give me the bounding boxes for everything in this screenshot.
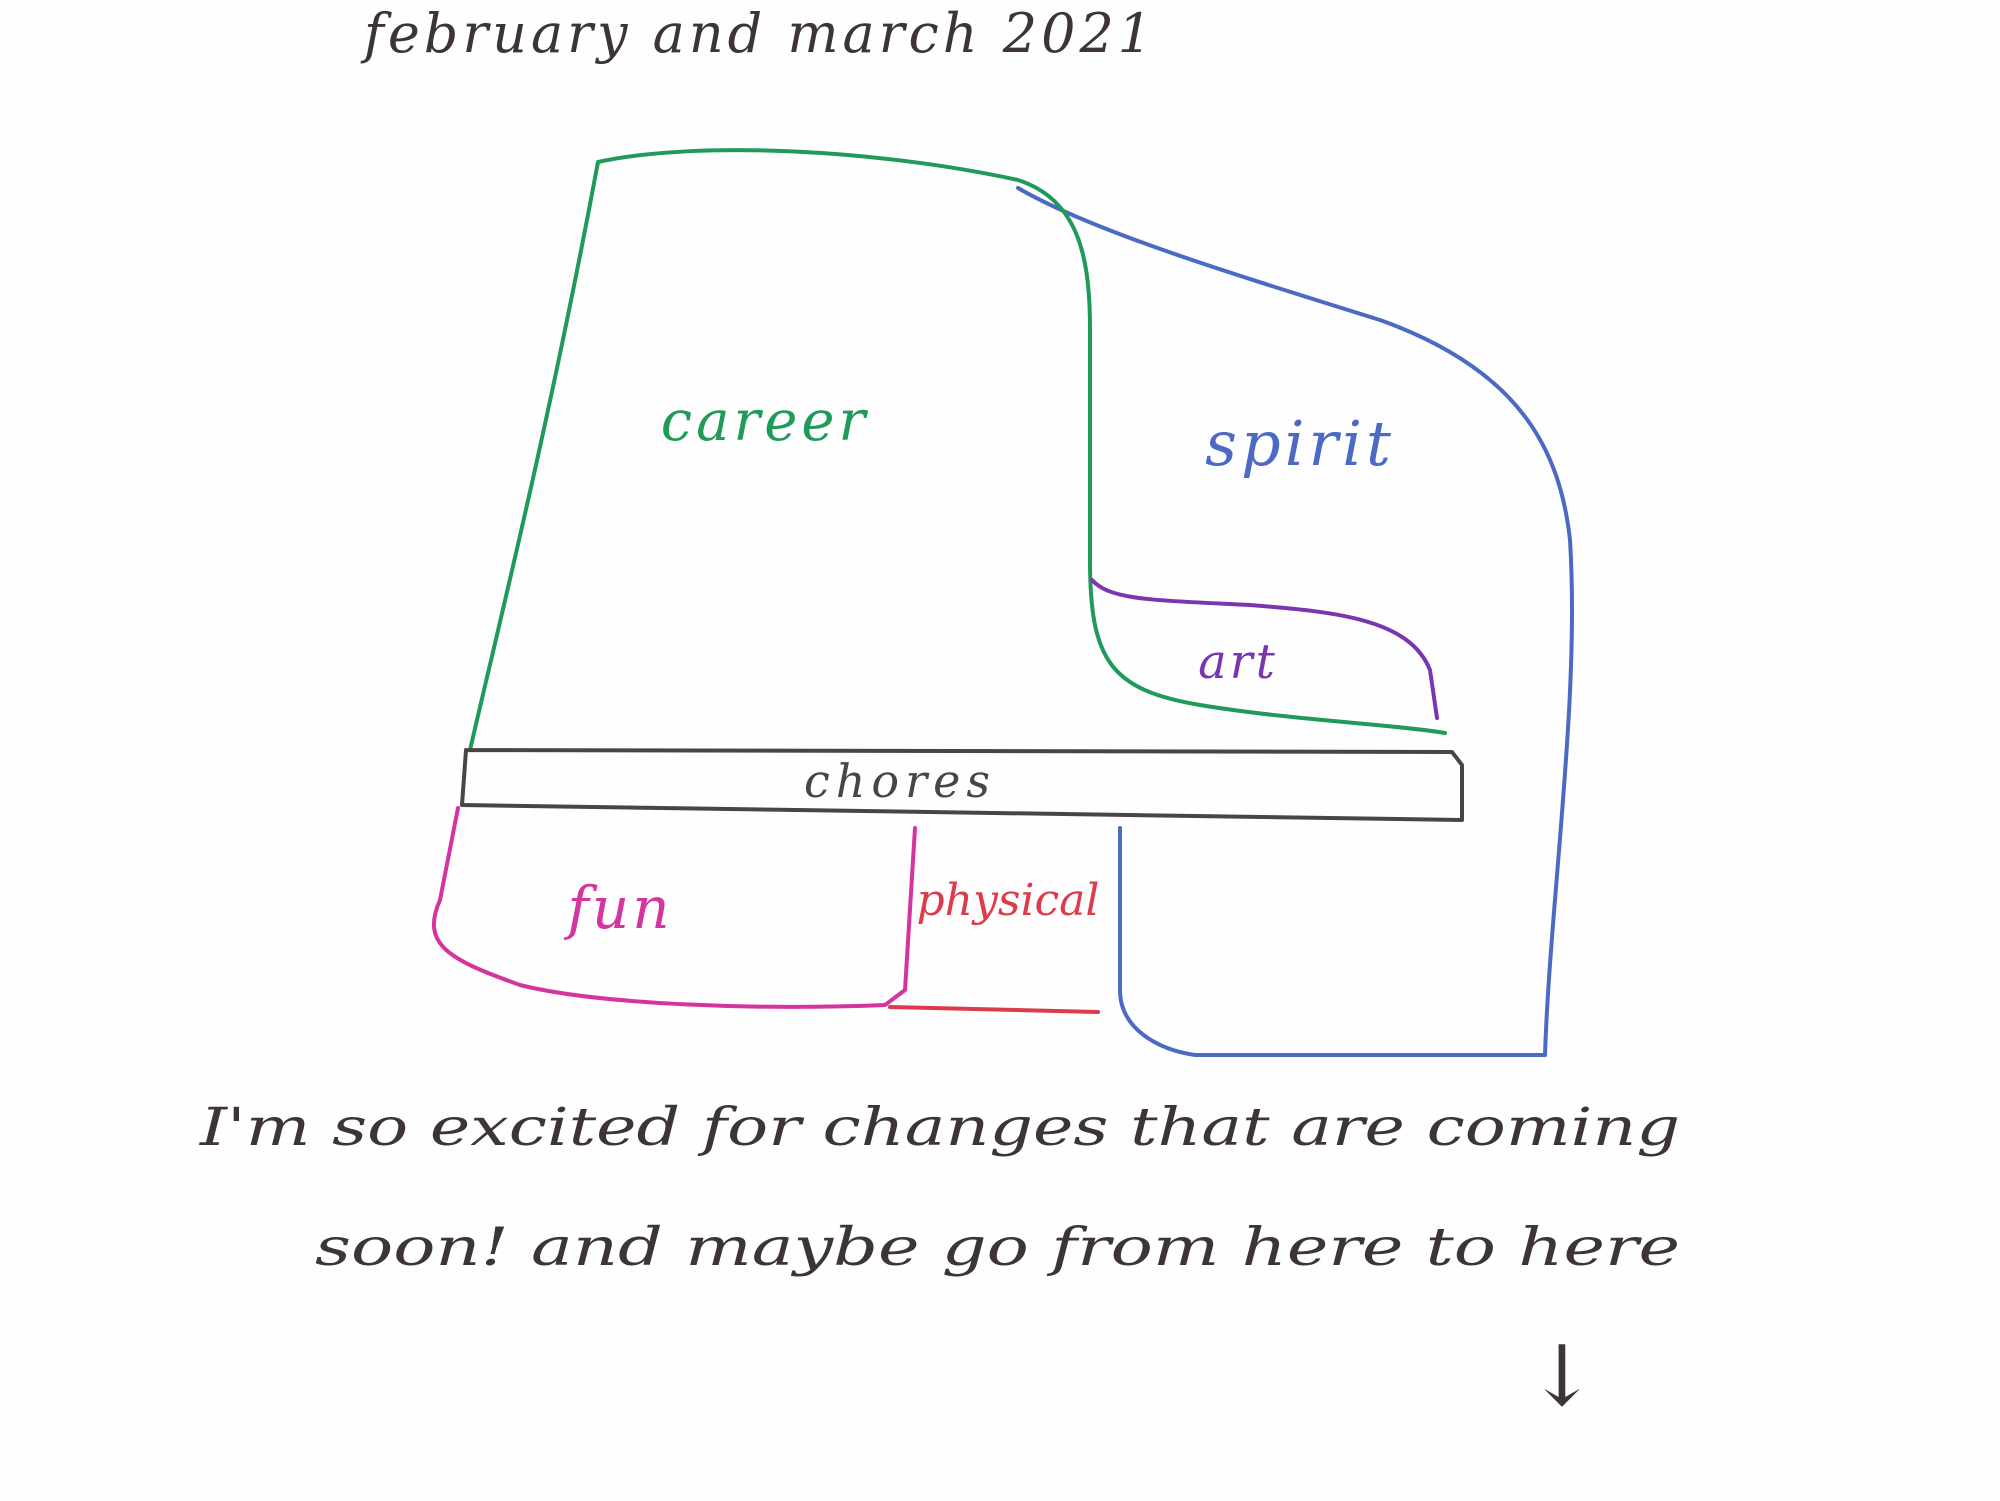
- region-label-fun: fun: [563, 874, 672, 942]
- region-label-art: art: [1198, 634, 1278, 690]
- page-title: february and march 2021: [360, 2, 1156, 65]
- region-outline-fun: [432, 806, 917, 1009]
- region-outline-chores: [460, 748, 1464, 822]
- region-label-physical: physical: [917, 875, 1100, 926]
- region-label-career: career: [661, 389, 870, 454]
- down-arrow-icon: ↓: [1527, 1327, 1597, 1425]
- region-outline-art: [1090, 578, 1439, 720]
- region-label-spirit: spirit: [1205, 407, 1395, 480]
- region-outline-physical: [888, 1005, 1100, 1014]
- region-outline-spirit: [1016, 186, 1575, 1057]
- region-label-chores: chores: [804, 754, 996, 808]
- note-line-2: soon! and maybe go from here to here: [315, 1218, 1680, 1278]
- region-outline-career: [468, 148, 1447, 752]
- note-line-1: I'm so excited for changes that are comi…: [199, 1098, 1680, 1158]
